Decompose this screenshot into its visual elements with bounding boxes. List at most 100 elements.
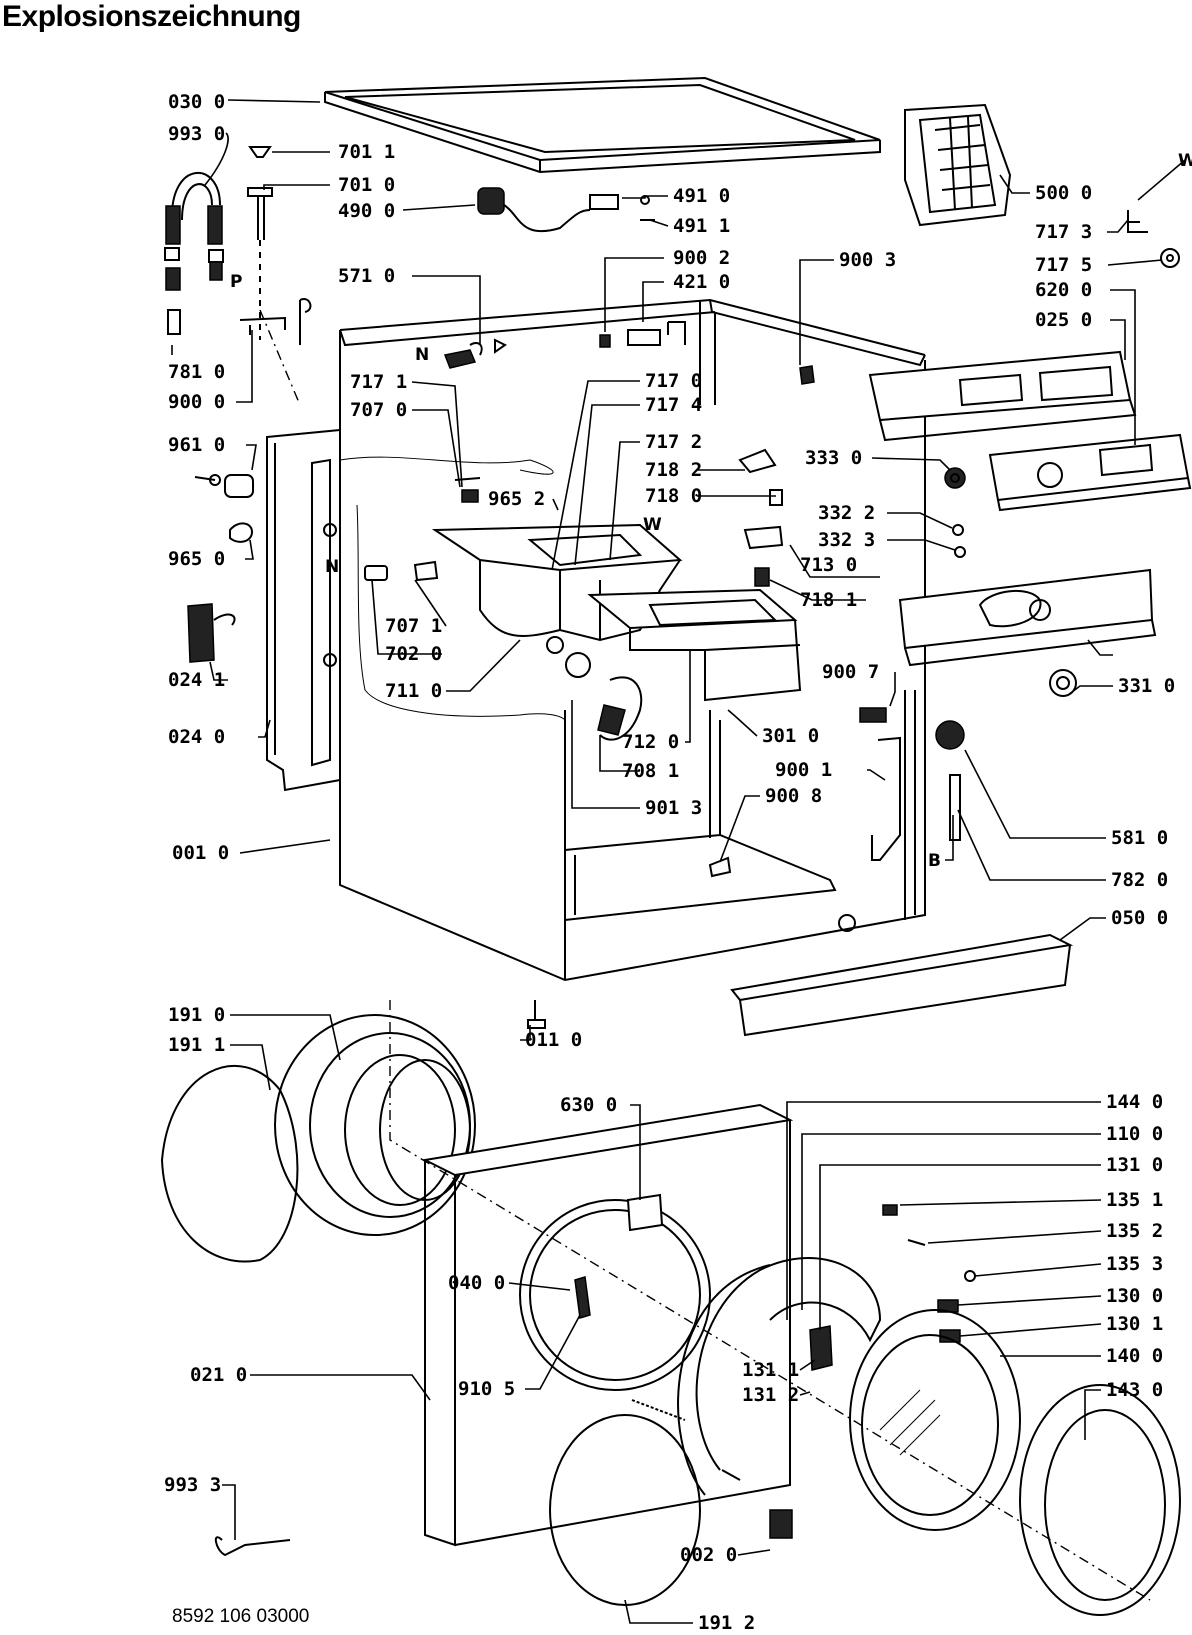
part-label: 718 1 bbox=[800, 589, 857, 611]
part-label: 421 0 bbox=[673, 271, 730, 293]
wrench-part bbox=[214, 1536, 291, 1557]
part-label: 491 1 bbox=[673, 215, 730, 237]
part-label: 900 7 bbox=[822, 661, 879, 683]
top-lid-part bbox=[324, 76, 881, 174]
part-label: 490 0 bbox=[338, 200, 395, 222]
door-gasket-part bbox=[274, 1014, 476, 1236]
valve-part bbox=[247, 146, 273, 340]
fastener-parts bbox=[708, 707, 901, 878]
marker-w: W bbox=[643, 515, 662, 535]
spring-part bbox=[631, 1399, 686, 1421]
part-label: 500 0 bbox=[1035, 182, 1092, 204]
part-label: 900 1 bbox=[775, 759, 832, 781]
part-label: 110 0 bbox=[1106, 1123, 1163, 1145]
marker-n: N bbox=[325, 557, 339, 577]
part-label: 717 3 bbox=[1035, 221, 1092, 243]
part-label: 001 0 bbox=[172, 842, 229, 864]
part-label: 025 0 bbox=[1035, 309, 1092, 331]
part-label: 024 1 bbox=[168, 669, 225, 691]
dispenser-drawer-part bbox=[587, 588, 802, 702]
part-label: 332 2 bbox=[818, 502, 875, 524]
leader-lines bbox=[171, 99, 1186, 1624]
part-label: 712 0 bbox=[622, 731, 679, 753]
part-label: 140 0 bbox=[1106, 1345, 1163, 1367]
part-label: 717 5 bbox=[1035, 254, 1092, 276]
part-label: 781 0 bbox=[168, 361, 225, 383]
bracket-part bbox=[599, 321, 686, 348]
part-label: 711 0 bbox=[385, 680, 442, 702]
part-label: 900 8 bbox=[765, 785, 822, 807]
part-label: 900 0 bbox=[168, 391, 225, 413]
part-label: 143 0 bbox=[1106, 1379, 1163, 1401]
door-ring-part bbox=[1019, 1384, 1181, 1616]
part-label: 961 0 bbox=[168, 434, 225, 456]
control-panel-board-part bbox=[868, 350, 1192, 512]
part-label: 144 0 bbox=[1106, 1091, 1163, 1113]
part-label: 135 3 bbox=[1106, 1253, 1163, 1275]
letter-markers: N N P W W B bbox=[230, 151, 1192, 871]
part-label: 718 2 bbox=[645, 459, 702, 481]
drain-part bbox=[194, 474, 254, 543]
program-knob-part bbox=[1049, 669, 1077, 697]
inlet-valve-part bbox=[443, 338, 507, 369]
part-label: 702 0 bbox=[385, 643, 442, 665]
part-label: 993 3 bbox=[164, 1474, 221, 1496]
dispenser-parts bbox=[738, 448, 784, 587]
side-panel-part bbox=[266, 428, 341, 792]
clip-parts bbox=[1127, 210, 1180, 268]
water-pipe-part bbox=[364, 560, 439, 582]
cable-part bbox=[477, 187, 655, 233]
document-number: 8592 106 03000 bbox=[172, 1606, 310, 1627]
part-label: 993 0 bbox=[168, 123, 225, 145]
hose-axis bbox=[259, 309, 301, 406]
part-label: 050 0 bbox=[1111, 907, 1168, 929]
hose-part bbox=[164, 171, 312, 345]
fitting-part bbox=[454, 477, 481, 503]
pressure-switch-part bbox=[935, 720, 965, 841]
part-label: 713 0 bbox=[800, 554, 857, 576]
control-module-part bbox=[904, 103, 1012, 227]
part-label: 708 1 bbox=[622, 760, 679, 782]
part-label: 707 1 bbox=[385, 615, 442, 637]
marker-w: W bbox=[1178, 151, 1192, 171]
part-label: 021 0 bbox=[190, 1364, 247, 1386]
gasket-clamp-part bbox=[160, 1064, 299, 1263]
part-label: 782 0 bbox=[1111, 869, 1168, 891]
part-label: 191 2 bbox=[698, 1612, 755, 1634]
bellows-hose-part bbox=[565, 652, 643, 741]
part-label: 131 2 bbox=[742, 1384, 799, 1406]
part-label: 965 2 bbox=[488, 488, 545, 510]
spring-clip-part bbox=[799, 365, 815, 385]
door-seal-part bbox=[549, 1414, 701, 1606]
part-label: 965 0 bbox=[168, 548, 225, 570]
plinth-part bbox=[730, 933, 1074, 1037]
part-labels: 030 0 993 0 701 1 701 0 490 0 491 0 491 … bbox=[164, 91, 1175, 1634]
part-label: 491 0 bbox=[673, 185, 730, 207]
part-label: 332 3 bbox=[818, 529, 875, 551]
part-label: 333 0 bbox=[805, 447, 862, 469]
part-label: 717 0 bbox=[645, 370, 702, 392]
part-label: 718 0 bbox=[645, 485, 702, 507]
part-label: 620 0 bbox=[1035, 279, 1092, 301]
part-label: 707 0 bbox=[350, 399, 407, 421]
part-label: 191 0 bbox=[168, 1004, 225, 1026]
part-label: 717 2 bbox=[645, 431, 702, 453]
part-label: 701 0 bbox=[338, 174, 395, 196]
part-label: 717 4 bbox=[645, 394, 702, 416]
part-label: 024 0 bbox=[168, 726, 225, 748]
small-cover-part bbox=[769, 1509, 793, 1539]
part-label: 581 0 bbox=[1111, 827, 1168, 849]
part-label: 571 0 bbox=[338, 265, 395, 287]
foot-part bbox=[527, 1000, 546, 1029]
assembly-axis bbox=[389, 1000, 1151, 1601]
part-label: 131 1 bbox=[742, 1359, 799, 1381]
part-label: 901 3 bbox=[645, 797, 702, 819]
part-label: 910 5 bbox=[458, 1378, 515, 1400]
part-label: 135 2 bbox=[1106, 1220, 1163, 1242]
part-label: 717 1 bbox=[350, 371, 407, 393]
part-label: 135 1 bbox=[1106, 1189, 1163, 1211]
part-label: 030 0 bbox=[168, 91, 225, 113]
part-label: 900 2 bbox=[673, 247, 730, 269]
door-glass-part bbox=[849, 1309, 1021, 1531]
